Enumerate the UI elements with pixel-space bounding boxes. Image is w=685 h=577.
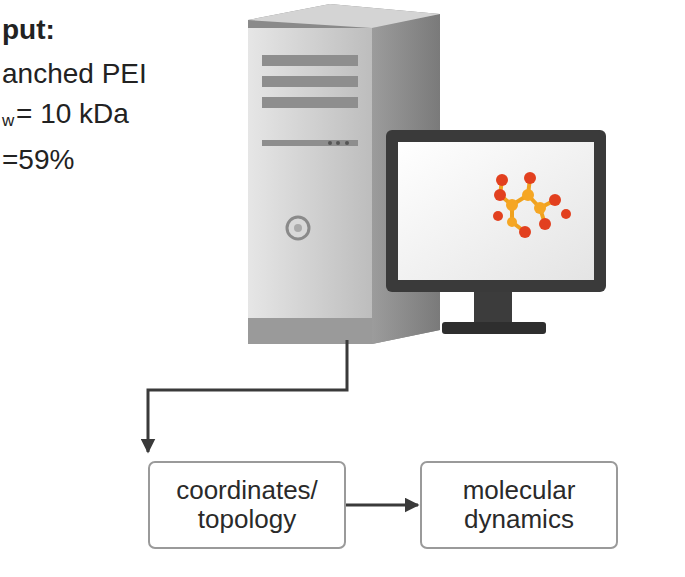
computer-monitor bbox=[386, 130, 606, 334]
flow-arrow bbox=[346, 504, 418, 507]
box-label: coordinates/ topology bbox=[162, 476, 332, 534]
molecule-atoms bbox=[493, 172, 571, 238]
process-box: molecular dynamics bbox=[420, 461, 618, 549]
input-heading: put: bbox=[2, 14, 55, 46]
leader-arrow bbox=[148, 340, 347, 452]
process-box: coordinates/ topology bbox=[148, 461, 346, 549]
input-line: = 10 kDa bbox=[16, 98, 129, 130]
input-line: anched PEI bbox=[2, 58, 147, 90]
box-label: molecular dynamics bbox=[434, 476, 604, 534]
molecule-icon bbox=[500, 178, 555, 232]
subscript: w bbox=[2, 112, 14, 130]
input-line: =59% bbox=[2, 144, 74, 176]
